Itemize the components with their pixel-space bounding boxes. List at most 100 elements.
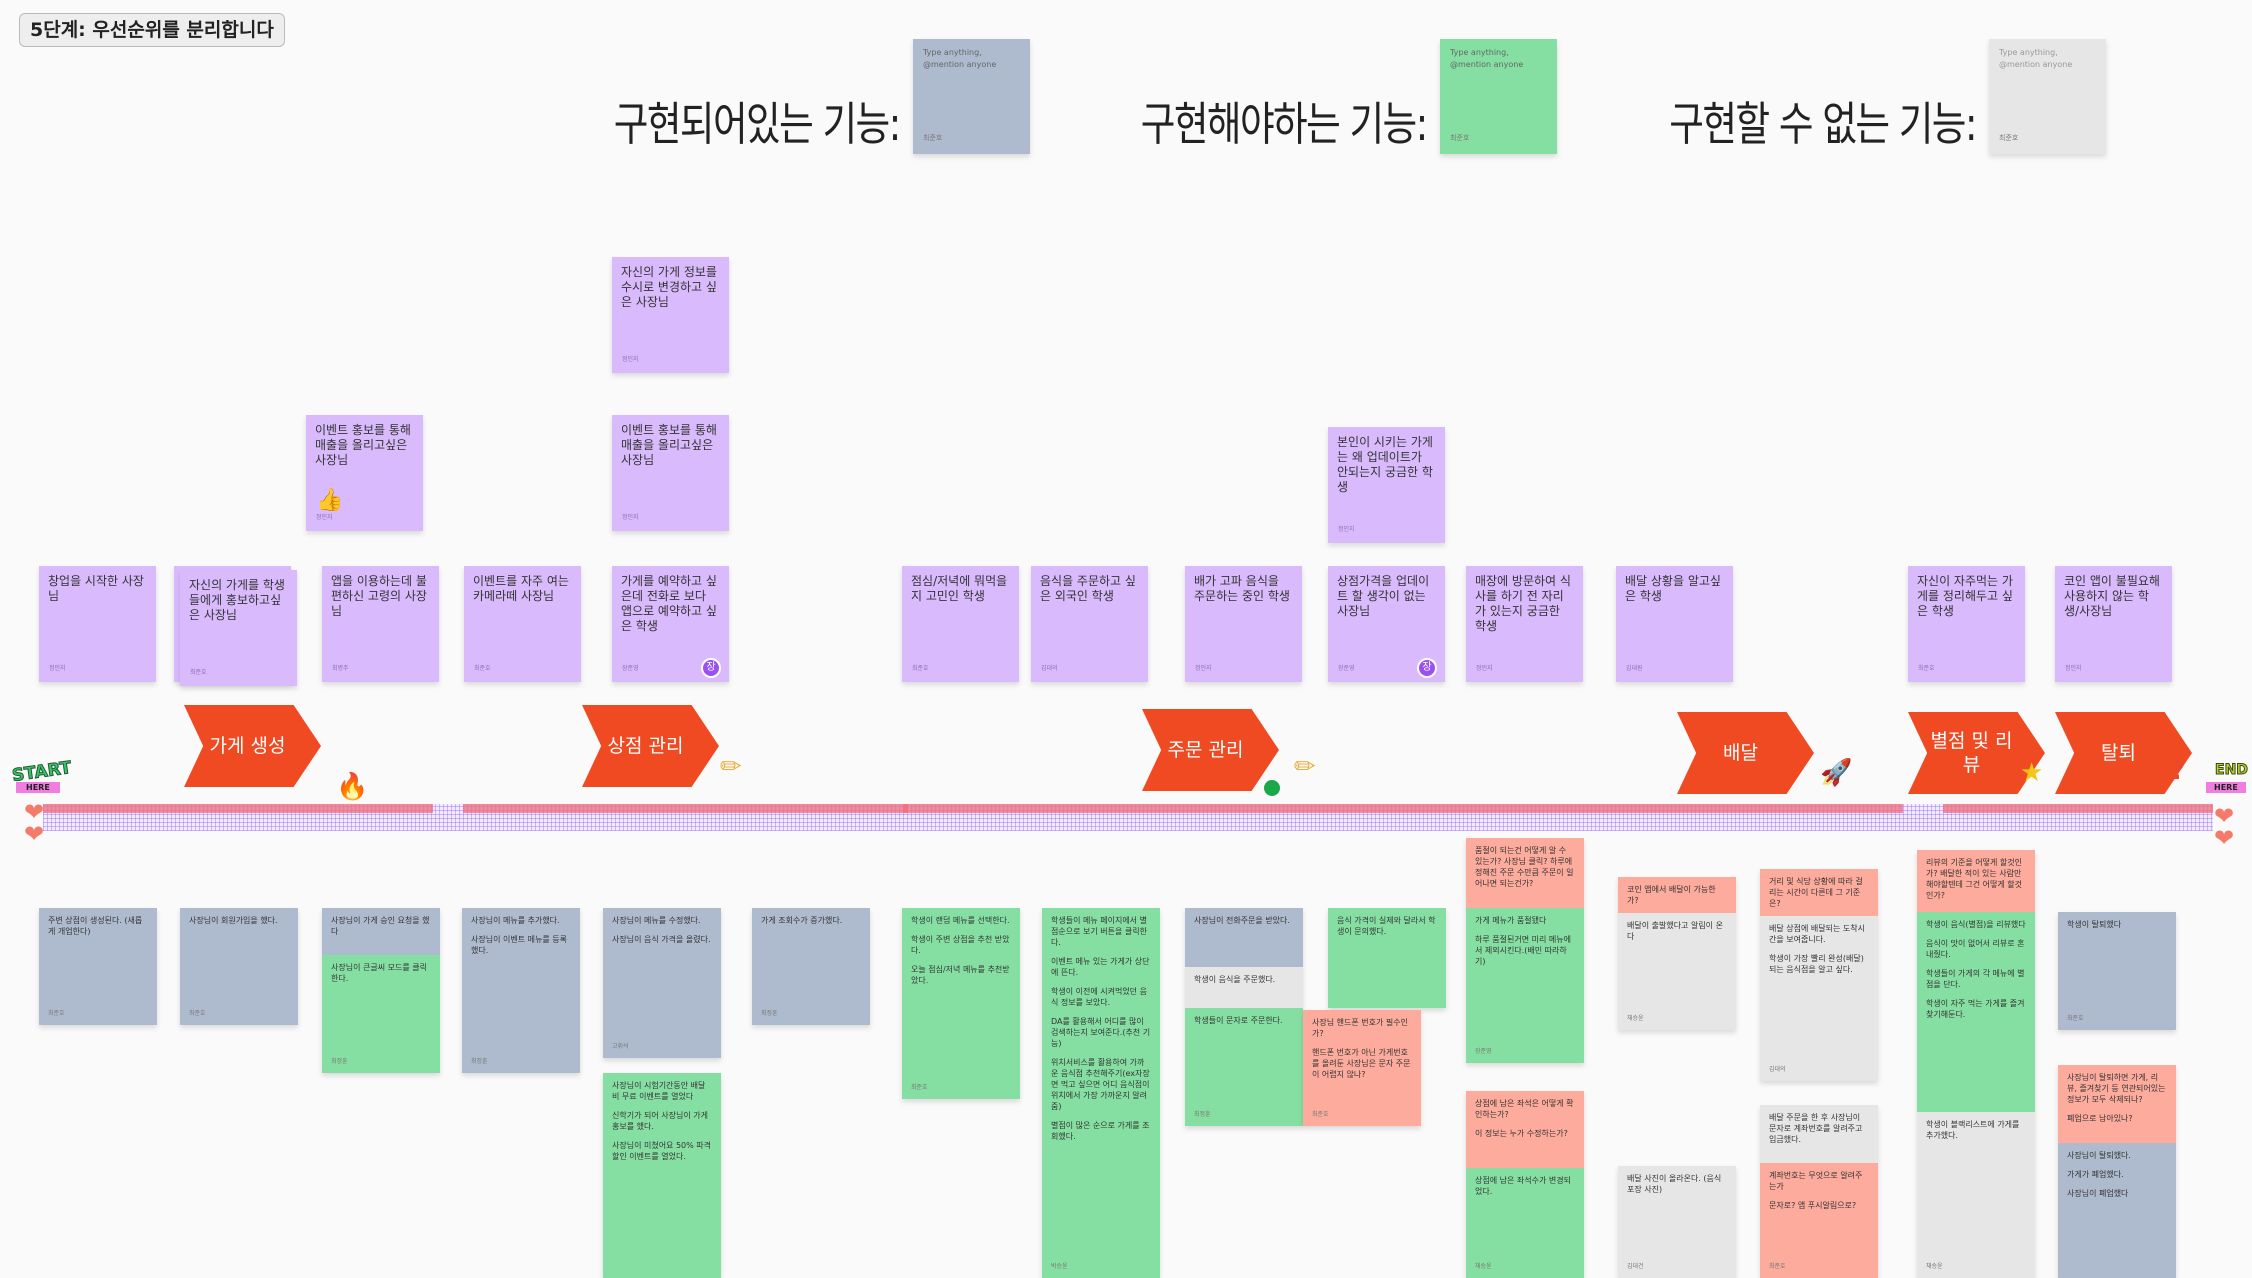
persona-text: 본인이 시키는 가게는 왜 업데이트가 안되는지 궁금한 학생	[1337, 435, 1433, 494]
sticky-note-question[interactable]: 코인 앱에서 배달이 가능한가?	[1618, 877, 1736, 913]
sticky-stack[interactable]: 음식 가격이 실제와 달라서 학생이 문의했다.	[1328, 908, 1446, 1008]
stage-chevron[interactable]: 탈퇴	[2055, 712, 2192, 794]
sticky-note-todo[interactable]: 상점에 남은 좌석수가 변경되었다.채승윤	[1466, 1168, 1584, 1278]
sticky-stack[interactable]: 상점에 남은 좌석은 어떻게 확인하는가?이 정보는 누가 수정하는가?상점에 …	[1466, 1091, 1584, 1278]
sticky-note-implemented[interactable]: 주변 상점이 생성된다. (새롭게 개업한다)최준호	[39, 908, 157, 1025]
stage-chevron[interactable]: 별점 및 리뷰	[1908, 712, 2045, 794]
sticky-author: 최준호	[2067, 1015, 2084, 1022]
sticky-stack[interactable]: 사장님이 탈퇴하면 가게, 리뷰, 즐겨찾기 등 연관되어있는 정보가 모두 삭…	[2058, 1065, 2176, 1278]
sticky-stack[interactable]: 배달 주문을 한 후 사장님이 문자로 계좌번호를 알려주고 입금했다.계좌번호…	[1760, 1105, 1878, 1278]
note-line: 사장님이 시험기간동안 배달비 무료 이벤트를 열었다	[612, 1081, 706, 1101]
sticky-stack[interactable]: 사장님이 전화주문을 받았다.학생이 음식을 주문했다.학생들이 문자로 주문한…	[1185, 908, 1303, 1126]
note-line: 사장님이 음식 가격을 올렸다.	[612, 935, 711, 944]
sticky-stack[interactable]: 학생들이 메뉴 페이지에서 별점순으로 보기 버튼을 클릭한다.이벤트 메뉴 있…	[1042, 908, 1160, 1278]
sticky-note-implemented[interactable]: 사장님이 탈퇴했다.가게가 폐업했다.사장님이 폐업했다	[2058, 1143, 2176, 1278]
legend-sticky-implemented[interactable]: Type anything, @mention anyone 최준호	[913, 39, 1030, 154]
note-line: 주변 상점이 생성된다. (새롭게 개업한다)	[48, 916, 143, 936]
sticky-note-impossible[interactable]: 학생이 블랙리스트에 가게를 추가했다. 채승윤	[1917, 1112, 2035, 1278]
sticky-author: 박승윤	[1051, 1263, 1068, 1270]
note-line: 학생들이 문자로 주문한다.	[1194, 1016, 1283, 1025]
sticky-stack[interactable]: 가게 조회수가 증가했다.최정훈	[752, 908, 870, 1025]
sticky-note-implemented[interactable]: 사장님이 메뉴를 추가했다.사장님이 이벤트 메뉴를 등록했다.최정훈	[462, 908, 580, 1073]
sticky-stack[interactable]: 사장님이 메뉴를 수정했다.사장님이 음식 가격을 올렸다.고휘석	[603, 908, 721, 1058]
sticky-author: 최정훈	[1194, 1111, 1211, 1118]
sticky-stack[interactable]: 학생이 랜덤 메뉴를 선택한다.학생이 주변 상점을 추천 받았다.오늘 점심/…	[902, 908, 1020, 1099]
sticky-author: 정인지	[622, 514, 639, 521]
sticky-note-todo[interactable]: 학생들이 문자로 주문한다. 최정훈	[1185, 1008, 1303, 1126]
legend-sticky-impossible[interactable]: Type anything, @mention anyone 최준호	[1989, 39, 2106, 154]
thumbs-up-icon: 👍	[316, 488, 344, 513]
sticky-stack[interactable]: 배달 사진이 올라온다. (음식 포장 사진)김대건	[1618, 1166, 1736, 1278]
sticky-stack[interactable]: 품절이 되는건 어떻게 알 수 있는가? 사장님 클릭? 하루에 정해진 주문 …	[1466, 838, 1584, 1063]
sticky-stack[interactable]: 사장님이 메뉴를 추가했다.사장님이 이벤트 메뉴를 등록했다.최정훈	[462, 908, 580, 1073]
note-line: 학생이 이전에 시켜먹었던 음식 정보를 보았다.	[1051, 987, 1147, 1007]
persona-text: 배가 고파 음식을 주문하는 중인 학생	[1194, 574, 1290, 603]
sticky-note-question[interactable]: 리뷰의 기준을 어떻게 할것인가? 배달한 적이 있는 사람만 해야할텐데 그건…	[1917, 850, 2035, 912]
heart-icon: ❤	[2214, 824, 2235, 852]
sticky-author: 김대의	[1769, 1066, 1786, 1073]
legend-title-impossible: 구현할 수 없는 기능:	[1669, 97, 1977, 151]
sticky-note-todo[interactable]: 학생들이 메뉴 페이지에서 별점순으로 보기 버튼을 클릭한다.이벤트 메뉴 있…	[1042, 908, 1160, 1278]
sticky-note-implemented[interactable]: 사장님이 회원가입을 했다.최준호	[180, 908, 298, 1025]
sticky-note-implemented[interactable]: 가게 조회수가 증가했다.최정훈	[752, 908, 870, 1025]
sticky-note-todo[interactable]: 사장님이 큰글씨 모드를 클릭한다.최정훈	[322, 955, 440, 1073]
sticky-note-question[interactable]: 거리 및 식당 상황에 따라 걸리는 시간이 다른데 그 기준은?	[1760, 869, 1878, 916]
sticky-stack[interactable]: 리뷰의 기준을 어떻게 할것인가? 배달한 적이 있는 사람만 해야할텐데 그건…	[1917, 850, 2035, 1278]
stage-chevron[interactable]: 가게 생성	[184, 705, 321, 787]
sticky-note-question[interactable]: 상점에 남은 좌석은 어떻게 확인하는가?이 정보는 누가 수정하는가?	[1466, 1091, 1584, 1168]
stage-chevron[interactable]: 주문 관리	[1142, 709, 1279, 791]
sticky-note-todo[interactable]: 음식 가격이 실제와 달라서 학생이 문의했다.	[1328, 908, 1446, 1008]
sticky-note-implemented[interactable]: 사장님이 가게 승인 요청을 했다	[322, 908, 440, 955]
sticky-stack[interactable]: 주변 상점이 생성된다. (새롭게 개업한다)최준호	[39, 908, 157, 1025]
stage-chevron[interactable]: 상점 관리	[582, 705, 719, 787]
sticky-note-todo[interactable]: 학생이 랜덤 메뉴를 선택한다.학생이 주변 상점을 추천 받았다.오늘 점심/…	[902, 908, 1020, 1099]
sticky-note-impossible[interactable]: 학생이 음식을 주문했다.	[1185, 967, 1303, 1008]
note-line: 학생이 블랙리스트에 가게를 추가했다.	[1926, 1120, 2020, 1140]
sticky-note-impossible[interactable]: 배달 상점에 배달되는 도착시간을 보여줍니다.학생이 가장 빨리 완성(배달)…	[1760, 916, 1878, 1081]
user-avatar-badge[interactable]: 장	[1417, 658, 1437, 678]
sticky-stack[interactable]: 사장님이 회원가입을 했다.최준호	[180, 908, 298, 1025]
sticky-author: 채승윤	[1926, 1263, 1943, 1270]
sticky-note-question[interactable]: 품절이 되는건 어떻게 알 수 있는가? 사장님 클릭? 하루에 정해진 주문 …	[1466, 838, 1584, 908]
sticky-placeholder: Type anything, @mention anyone	[923, 48, 997, 69]
user-avatar-badge[interactable]: 장	[701, 658, 721, 678]
sticky-note-implemented[interactable]: 사장님이 전화주문을 받았다.	[1185, 908, 1303, 967]
stage-chevron[interactable]: 배달	[1677, 712, 1814, 794]
sticky-note-impossible[interactable]: 배달 주문을 한 후 사장님이 문자로 계좌번호를 알려주고 입금했다.	[1760, 1105, 1878, 1163]
sticky-stack[interactable]: 사장님 핸드폰 번호가 필수인가?핸드폰 번호가 아닌 가게번호를 올려둔 사장…	[1303, 1010, 1421, 1126]
sticky-note-impossible[interactable]: 배달 사진이 올라온다. (음식 포장 사진)김대건	[1618, 1166, 1736, 1278]
sticky-note-question[interactable]: 사장님 핸드폰 번호가 필수인가?핸드폰 번호가 아닌 가게번호를 올려둔 사장…	[1303, 1010, 1421, 1126]
sticky-stack[interactable]: 거리 및 식당 상황에 따라 걸리는 시간이 다른데 그 기준은?배달 상점에 …	[1760, 869, 1878, 1081]
sticky-note-implemented[interactable]: 사장님이 메뉴를 수정했다.사장님이 음식 가격을 올렸다.고휘석	[603, 908, 721, 1058]
legend-sticky-todo[interactable]: Type anything, @mention anyone 최준호	[1440, 39, 1557, 154]
sticky-note-question[interactable]: 사장님이 탈퇴하면 가게, 리뷰, 즐겨찾기 등 연관되어있는 정보가 모두 삭…	[2058, 1065, 2176, 1143]
